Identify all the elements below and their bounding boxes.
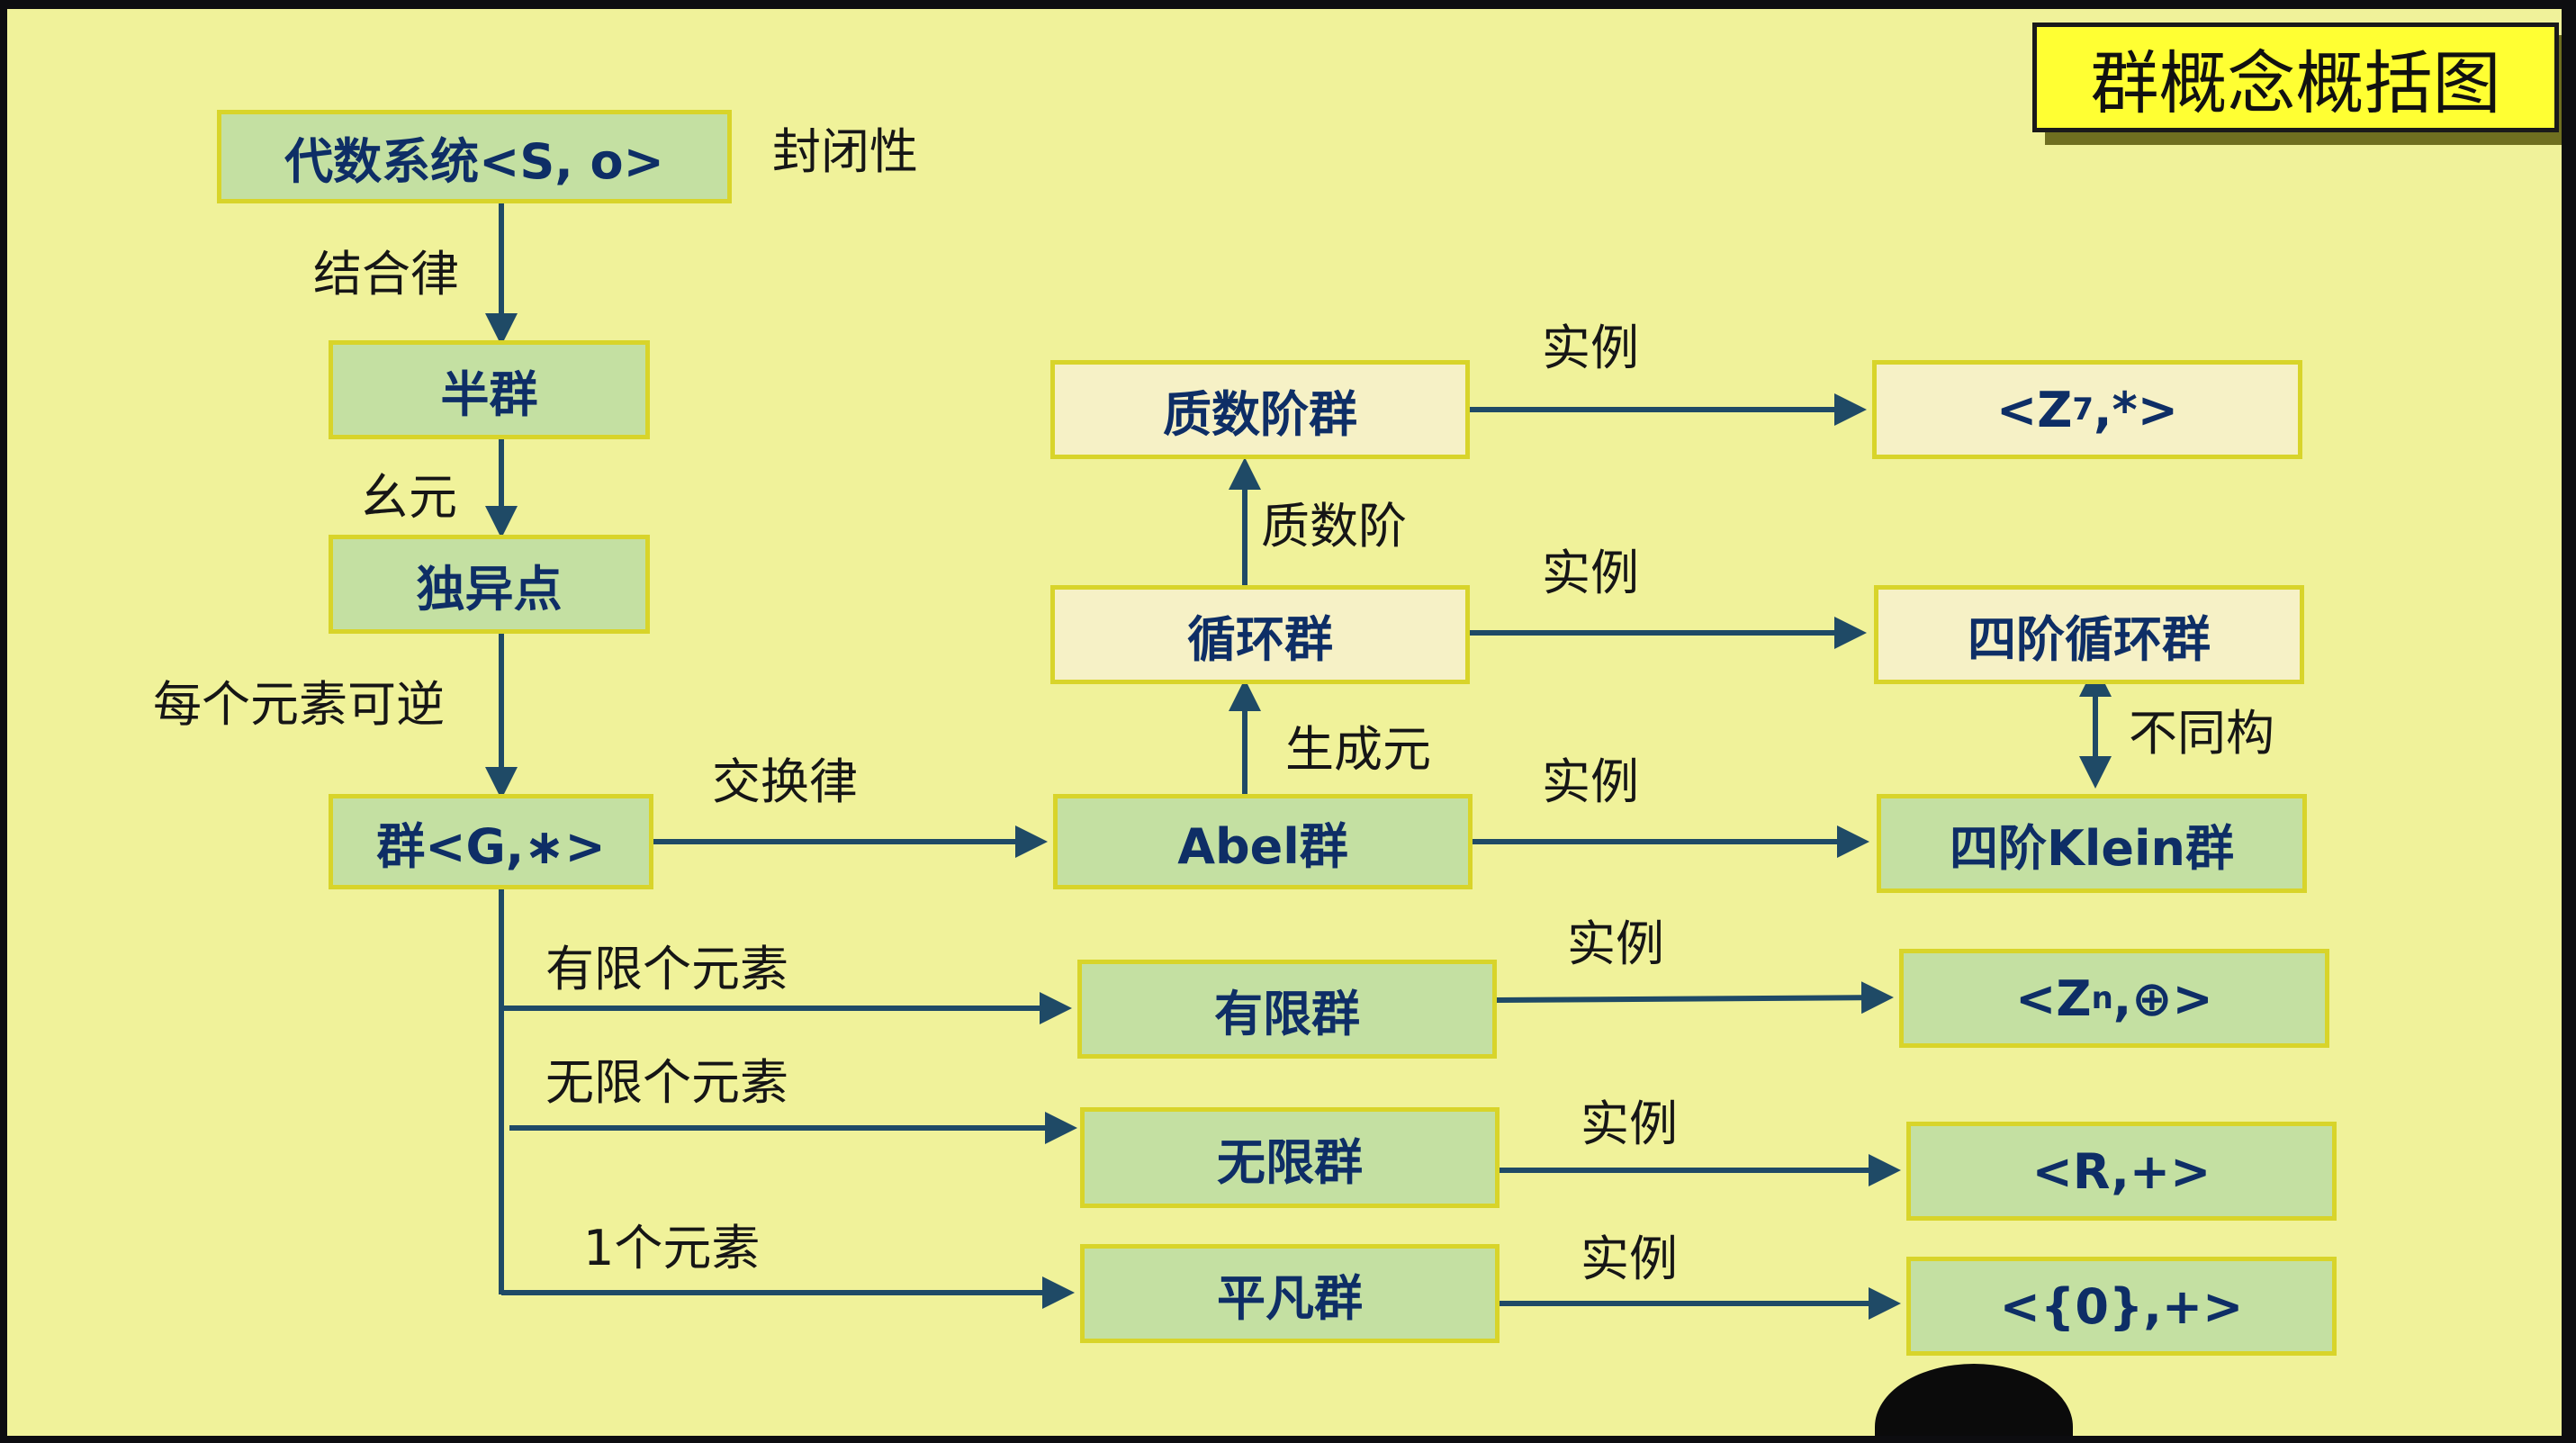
label-prime-order: 质数阶 xyxy=(1261,498,1407,555)
node-abel-group: Abel群 xyxy=(1053,794,1473,889)
label-generator: 生成元 xyxy=(1285,721,1431,778)
label-associativity: 结合律 xyxy=(313,246,459,302)
label-inverse: 每个元素可逆 xyxy=(153,676,445,733)
zn-subscript: n xyxy=(2091,980,2113,1016)
label-one-element: 1个元素 xyxy=(583,1220,761,1276)
label-example-prime: 实例 xyxy=(1542,320,1639,376)
node-monoid: 独异点 xyxy=(329,535,650,634)
node-order4-cyclic-group: 四阶循环群 xyxy=(1874,585,2304,684)
node-algebraic-system: 代数系统<S, o> xyxy=(217,110,732,203)
node-group: 群<G,∗> xyxy=(329,794,653,889)
label-example-abel: 实例 xyxy=(1542,753,1639,810)
label-non-isomorphic: 不同构 xyxy=(2129,705,2274,762)
zn-suffix: ,⊕> xyxy=(2112,970,2213,1027)
node-infinite-group: 无限群 xyxy=(1080,1107,1500,1208)
node-finite-group: 有限群 xyxy=(1077,960,1497,1059)
z7-prefix: <Z xyxy=(1995,381,2073,438)
label-commutativity: 交换律 xyxy=(712,753,858,810)
label-example-infinite: 实例 xyxy=(1581,1096,1678,1152)
label-example-finite: 实例 xyxy=(1567,915,1664,972)
z7-subscript: 7 xyxy=(2072,392,2094,428)
connector-layer xyxy=(485,203,2112,1320)
node-trivial-group: 平凡群 xyxy=(1080,1244,1500,1343)
node-cyclic-group: 循环群 xyxy=(1050,585,1470,684)
node-reals-example: <R,+> xyxy=(1906,1122,2337,1221)
label-example-trivial: 实例 xyxy=(1581,1231,1678,1287)
label-identity: 幺元 xyxy=(360,469,457,526)
node-prime-order-group: 质数阶群 xyxy=(1050,360,1470,459)
label-closure: 封闭性 xyxy=(772,123,918,180)
slide: 代数系统<S, o> 半群 独异点 群<G,∗> 质数阶群 循环群 Abel群 … xyxy=(7,9,2562,1436)
arrow-finite-to-zn xyxy=(1496,981,1894,1015)
node-klein4-group: 四阶Klein群 xyxy=(1877,794,2307,893)
node-zero-example: <{0},+> xyxy=(1906,1257,2337,1356)
node-semigroup: 半群 xyxy=(329,340,650,439)
label-finite-elements: 有限个元素 xyxy=(545,941,788,997)
z7-suffix: ,*> xyxy=(2094,381,2179,438)
label-infinite-elements: 无限个元素 xyxy=(545,1054,788,1111)
slide-title: 群概念概括图 xyxy=(2032,23,2559,132)
label-example-cyclic: 实例 xyxy=(1542,545,1639,601)
zn-prefix: <Z xyxy=(2015,970,2092,1027)
